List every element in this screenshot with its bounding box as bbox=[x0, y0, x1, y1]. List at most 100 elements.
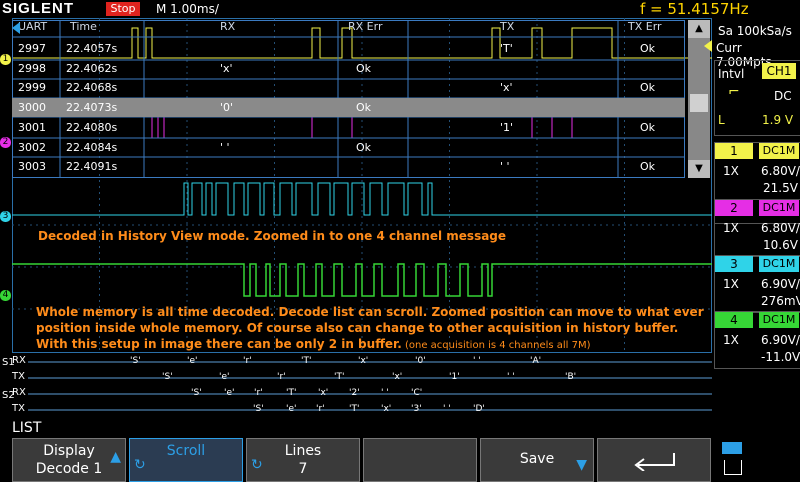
ch1-marker-icon[interactable]: 1 bbox=[0, 54, 11, 65]
scroll-thumb[interactable] bbox=[690, 94, 708, 112]
decode-table-borders bbox=[12, 20, 685, 178]
channel-3-box[interactable]: 3 DC1M 1X 6.90V/ 276mV bbox=[714, 255, 800, 313]
channel-2-box[interactable]: 2 DC1M 1X 6.80V/ 10.6V bbox=[714, 199, 800, 257]
table-row[interactable]: 3001 22.4080s '1' Ok bbox=[12, 117, 685, 138]
trigger-edge-label: L bbox=[718, 113, 725, 127]
annotation-4: With this setup in image there can be on… bbox=[36, 337, 591, 351]
trigger-edge-icon: ⌐ bbox=[728, 84, 740, 100]
bus-packet: 'r' bbox=[243, 356, 252, 366]
row-id: 3000 bbox=[18, 101, 46, 114]
battery-icon bbox=[722, 442, 742, 454]
network-icon bbox=[724, 460, 742, 475]
decode-list-scrollbar[interactable]: ▲ ▼ bbox=[688, 20, 710, 178]
row-time: 22.4091s bbox=[66, 160, 118, 173]
table-row[interactable]: 2998 22.4062s 'x' Ok bbox=[12, 59, 685, 79]
return-softkey[interactable] bbox=[597, 438, 711, 482]
up-arrow-icon: ▲ bbox=[110, 449, 121, 465]
decode-list-table[interactable]: UART Time RX RX Err TX TX Err 2997 22.40… bbox=[12, 20, 685, 178]
row-time: 22.4068s bbox=[66, 81, 118, 94]
table-row[interactable]: 3002 22.4084s ' ' Ok bbox=[12, 138, 685, 157]
header-rx-err: RX Err bbox=[348, 20, 383, 33]
bus-packet: 'S' bbox=[130, 356, 141, 366]
channel-scale: 6.80V/ bbox=[761, 164, 800, 178]
bus-s2-label[interactable]: S2 bbox=[2, 390, 15, 401]
scroll-down-icon[interactable]: ▼ bbox=[688, 160, 710, 178]
run-stop-status[interactable]: Stop bbox=[106, 2, 140, 16]
bus-packet: 'C' bbox=[411, 388, 423, 398]
trigger-mode: Intvl bbox=[718, 67, 745, 81]
row-id: 3001 bbox=[18, 121, 46, 134]
channel-coupling: DC1M bbox=[759, 312, 799, 328]
bus-decode-lines bbox=[28, 361, 712, 411]
bus-packet: 'e' bbox=[187, 356, 198, 366]
row-tx-err: Ok bbox=[640, 81, 656, 94]
softkey-value: Decode 1 bbox=[35, 461, 103, 477]
table-row[interactable]: 3003 22.4091s ' ' Ok bbox=[12, 157, 685, 177]
channel-coupling: DC1M bbox=[759, 143, 799, 159]
rotate-knob-icon: ↻ bbox=[251, 457, 263, 473]
channel-offset: 276mV bbox=[761, 294, 800, 308]
bus-packet: 'S' bbox=[162, 372, 173, 382]
header-tx: TX bbox=[500, 20, 515, 33]
row-time: 22.4073s bbox=[66, 101, 118, 114]
channel-probe: 1X bbox=[723, 333, 739, 347]
header-uart: UART bbox=[18, 20, 48, 33]
bus-packet: 'B' bbox=[565, 372, 577, 382]
bus-s1-rx-label: RX bbox=[12, 355, 26, 366]
bus-packet: '3' bbox=[411, 404, 422, 414]
bus-packet: ' ' bbox=[381, 388, 389, 398]
channel-scale: 6.80V/ bbox=[761, 221, 800, 235]
table-row[interactable]: 2999 22.4068s 'x' Ok bbox=[12, 78, 685, 98]
bus-s1-label[interactable]: S1 bbox=[2, 357, 15, 368]
lines-softkey[interactable]: Lines 7 ↻ bbox=[246, 438, 360, 482]
bus-packet: 'r' bbox=[316, 404, 325, 414]
memory-depth: Curr 7.00Mpts bbox=[716, 41, 772, 69]
waveform-grid[interactable] bbox=[12, 18, 712, 353]
bus-packet: 'e' bbox=[219, 372, 230, 382]
scroll-softkey[interactable]: Scroll ↻ bbox=[129, 438, 243, 482]
row-rx: 'x' bbox=[220, 62, 233, 75]
brand-logo: SIGLENT bbox=[2, 0, 75, 17]
softkey-label: Scroll bbox=[166, 443, 206, 459]
bus-s2-rx-label: RX bbox=[12, 387, 26, 398]
row-tx-err: Ok bbox=[640, 42, 656, 55]
menu-title: LIST bbox=[12, 420, 42, 436]
channel-4-box[interactable]: 4 DC1M 1X 6.90V/ -11.0V bbox=[714, 311, 800, 369]
trigger-level-marker-icon[interactable] bbox=[704, 40, 712, 52]
row-id: 2997 bbox=[18, 42, 46, 55]
bus-packet: 'r' bbox=[277, 372, 286, 382]
softkey-label: Lines bbox=[284, 443, 322, 459]
save-softkey[interactable]: Save ▼ bbox=[480, 438, 594, 482]
ch1-trace bbox=[12, 27, 712, 59]
table-header: UART Time RX RX Err TX TX Err bbox=[12, 17, 685, 37]
top-status-bar bbox=[0, 0, 800, 18]
ch3-marker-icon[interactable]: 3 bbox=[0, 211, 11, 222]
ch2-marker-icon[interactable]: 2 bbox=[0, 137, 11, 148]
bus-packet: 'T' bbox=[286, 388, 297, 398]
ch3-trace bbox=[12, 182, 712, 216]
table-row-selected[interactable]: 3000 22.4073s '0' Ok bbox=[12, 98, 685, 117]
scroll-up-icon[interactable]: ▲ bbox=[688, 20, 710, 38]
row-tx-err: Ok bbox=[640, 160, 656, 173]
channel-probe: 1X bbox=[723, 164, 739, 178]
empty-softkey[interactable] bbox=[363, 438, 477, 482]
trigger-box[interactable] bbox=[714, 60, 800, 136]
trigger-source: CH1 bbox=[762, 63, 796, 79]
display-decode-softkey[interactable]: Display Decode 1 ▲ bbox=[12, 438, 126, 482]
annotation-3: position inside whole memory. Of course … bbox=[36, 321, 679, 335]
table-row[interactable]: 2997 22.4057s 'T' Ok bbox=[12, 38, 685, 60]
channel-coupling: DC1M bbox=[759, 200, 799, 216]
bus-s1-tx-label: TX bbox=[12, 371, 25, 382]
row-rx-err: Ok bbox=[356, 101, 372, 114]
bus-packet: ' ' bbox=[443, 404, 451, 414]
timebase-readout[interactable]: M 1.00ms/ bbox=[156, 2, 219, 16]
bus-packet: 'T' bbox=[334, 372, 345, 382]
channel-probe: 1X bbox=[723, 221, 739, 235]
row-tx: 'T' bbox=[500, 42, 513, 55]
channel-1-box[interactable]: 1 DC1M 1X 6.80V/ 21.5V bbox=[714, 142, 800, 224]
row-rx: ' ' bbox=[220, 141, 230, 154]
softkey-label: Display bbox=[43, 443, 95, 459]
row-tx-err: Ok bbox=[640, 121, 656, 134]
annotation-2: Whole memory is all time decoded. Decode… bbox=[36, 305, 704, 319]
ch4-marker-icon[interactable]: 4 bbox=[0, 290, 11, 301]
